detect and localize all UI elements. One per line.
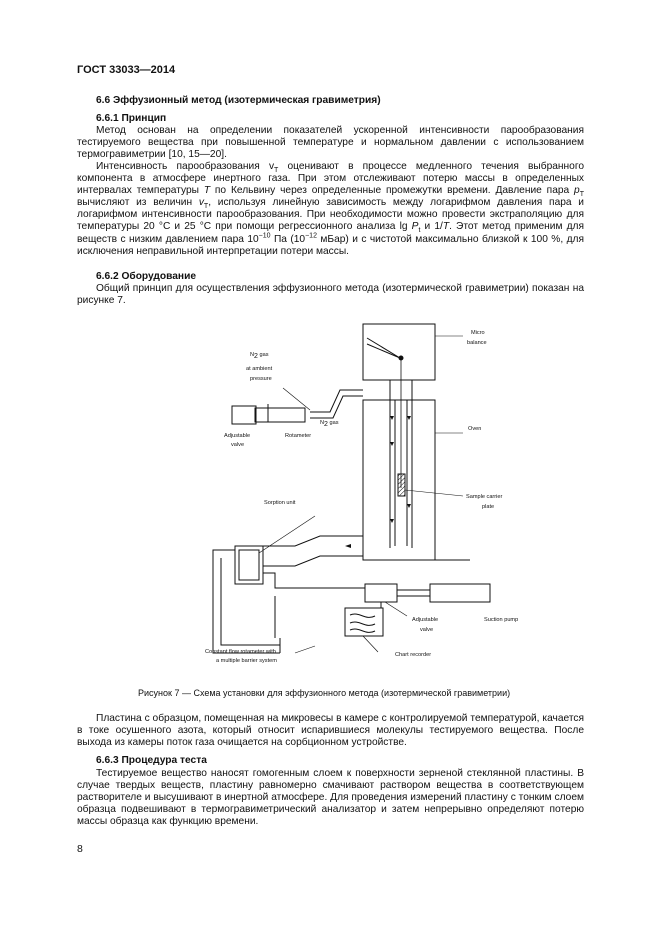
section-title: 6.6 Эффузионный метод (изотермическая гр… [96,95,381,106]
paragraph-principle-1: Метод основан на определении показателей… [77,125,584,161]
micro-balance-box [362,323,436,381]
label-n2-mid: N2 gas [320,420,339,429]
paragraph-procedure: Тестируемое вещество наносят гомогенным … [77,768,584,828]
label-ambient-2: pressure [250,376,272,382]
label-constant-flow-2: a multiple barrier system [216,658,277,664]
sorption-unit [234,545,264,585]
paragraph-principle-2: Интенсивность парообразования vT оценива… [77,161,585,257]
subsection-title-equipment: 6.6.2 Оборудование [96,271,196,282]
subsection-title-principle: 6.6.1 Принцип [96,113,167,124]
label-ambient-1: at ambient [246,366,273,372]
subsection-title-procedure: 6.6.3 Процедура теста [96,755,207,766]
label-n2-top: N2 gas [250,352,269,361]
label-balance: balance [467,340,487,346]
label-sample-2: plate [482,504,495,510]
sample-plate [397,473,406,497]
label-adjustable-valve-2a: Adjustable [412,617,439,623]
label-adjustable-valve-1b: valve [231,442,245,448]
label-sample-1: Sample carrier [466,494,503,500]
label-constant-flow-1: Constant flow rotameter with [205,649,276,655]
paragraph-equipment: Общий принцип для осуществления эффузион… [77,283,584,307]
label-adjustable-valve-1a: Adjustable [224,433,251,439]
label-sorption-unit: Sorption unit [264,500,296,506]
paragraph-after-figure: Пластина с образцом, помещенная на микро… [77,713,584,749]
page-number: 8 [77,843,83,855]
label-micro: Micro [471,330,485,336]
document-header: ГОСТ 33033—2014 [77,64,176,76]
figure-caption: Рисунок 7 — Схема установки для эффузион… [138,688,511,698]
label-chart-recorder: Chart recorder [395,652,432,658]
label-adjustable-valve-2b: valve [420,627,434,633]
label-oven: Oven [468,426,482,432]
label-suction-pump: Suction pump [484,617,519,623]
figure-7-schematic [212,323,491,654]
label-rotameter: Rotameter [285,433,312,439]
oven-body [362,399,436,561]
